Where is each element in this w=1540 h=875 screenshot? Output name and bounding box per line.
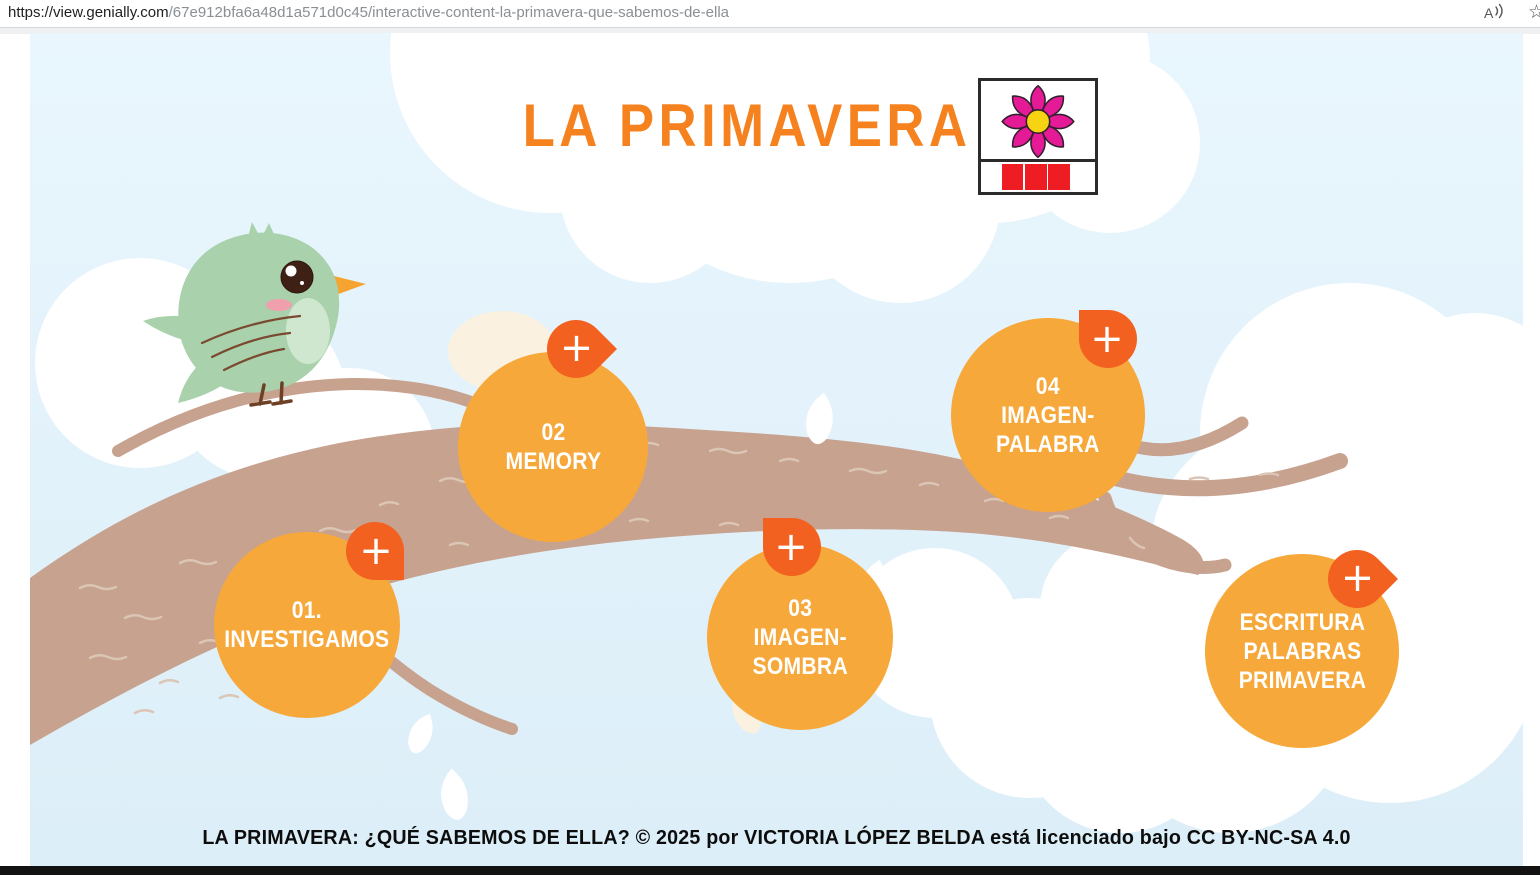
bottom-bar xyxy=(0,866,1540,875)
topic-label: 02 MEMORY xyxy=(505,419,601,475)
browser-url-bar[interactable]: https://view.genially.com/67e912bfa6a48d… xyxy=(0,0,1540,27)
license-text: LA PRIMAVERA: ¿QUÉ SABEMOS DE ELLA? © 20… xyxy=(202,826,1351,849)
url-domain: https://view.genially.com xyxy=(8,4,169,21)
page-title: LA PRIMAVERA xyxy=(522,92,972,159)
bird-illustration xyxy=(143,222,366,407)
flower-icon xyxy=(1001,84,1075,159)
address-url[interactable]: https://view.genially.com/67e912bfa6a48d… xyxy=(8,4,729,21)
plus-icon: + xyxy=(1341,554,1375,601)
svg-text:A: A xyxy=(1484,5,1494,21)
plus-icon: + xyxy=(1089,316,1124,363)
plus-icon: + xyxy=(773,524,808,571)
read-aloud-icon[interactable]: A xyxy=(1482,2,1506,24)
plus-icon: + xyxy=(560,324,594,371)
topic-label: 01. INVESTIGAMOS xyxy=(224,597,390,653)
pictogram-color-strip xyxy=(981,159,1095,192)
topic-button-imagen-sombra[interactable]: 03 IMAGEN- SOMBRA xyxy=(707,544,893,730)
favorites-icon-partial[interactable]: ☆ xyxy=(1528,2,1540,23)
topic-label: 03 IMAGEN- SOMBRA xyxy=(752,594,848,680)
spring-flower-pictogram xyxy=(978,78,1098,195)
plus-badge-investigamos[interactable]: + xyxy=(346,522,404,580)
url-path: /67e912bfa6a48d1a571d0c45/interactive-co… xyxy=(168,4,729,21)
topic-label: 04 IMAGEN- PALABRA xyxy=(996,372,1100,458)
plus-badge-imagen-palabra[interactable]: + xyxy=(1079,310,1137,368)
genially-canvas: LA PRIMAVERA 01 xyxy=(30,33,1523,866)
topic-button-memory[interactable]: 02 MEMORY xyxy=(458,352,648,542)
topic-label: ESCRITURA PALABRAS PRIMAVERA xyxy=(1238,608,1366,694)
plus-badge-imagen-sombra[interactable]: + xyxy=(763,518,821,576)
plus-icon: + xyxy=(359,527,394,574)
url-bar-separator xyxy=(0,27,1540,34)
